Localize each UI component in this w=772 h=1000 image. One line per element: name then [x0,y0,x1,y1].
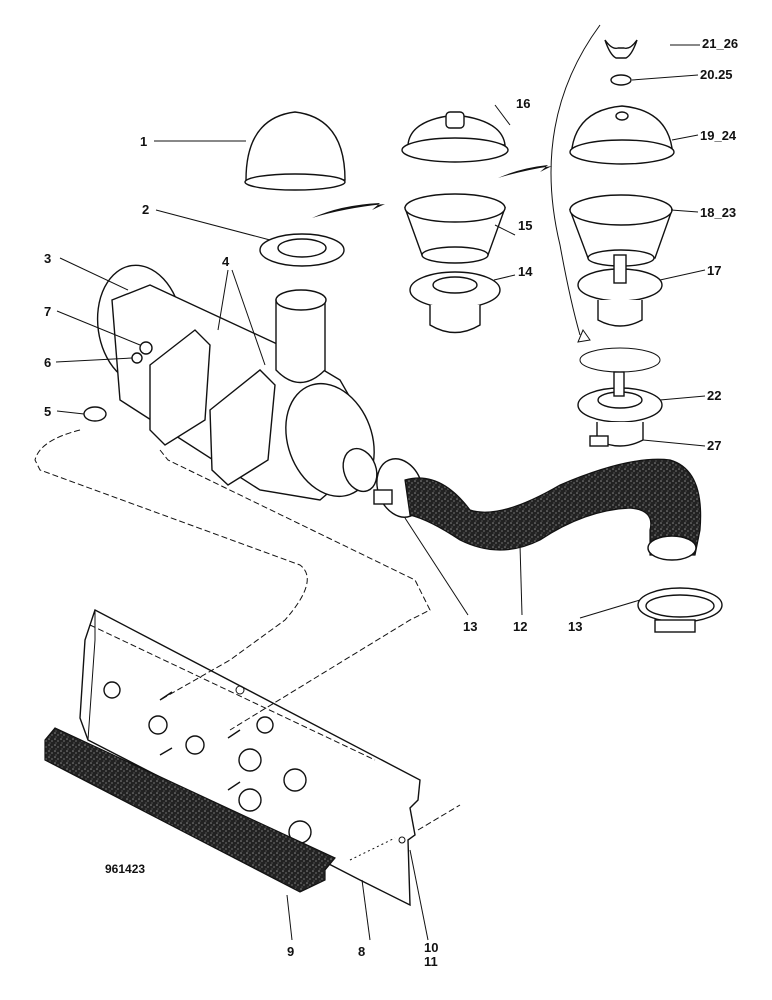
part-2-sealing-ring [259,233,345,267]
part-21-26-wing-nut [604,39,638,59]
label-15: 15 [518,218,532,233]
part-22-vane-assembly [577,347,663,423]
part-14-vane-assembly [409,271,501,334]
part-12-hose [404,458,702,556]
part-8-mounting-plate [79,608,421,907]
label-4: 4 [222,254,230,269]
label-2: 2 [142,202,149,217]
part-5-washer [83,406,107,422]
label-12: 12 [513,619,527,634]
label-10: 10 [424,940,438,955]
label-6: 6 [44,355,51,370]
guide-line-4 [417,804,461,831]
guide-line-5 [349,837,396,861]
part-1-dust-cap [244,111,346,191]
label-18-23: 18_23 [700,205,736,220]
hose-end [647,535,697,561]
part-19-24-top-cover [569,105,675,165]
label-1: 1 [140,134,147,149]
guide-line-3 [89,624,376,761]
label-9: 9 [287,944,294,959]
part-6-washer [131,352,143,364]
label-20-25: 20.25 [700,67,733,82]
guide-line-1 [34,429,308,701]
label-7: 7 [44,304,51,319]
label-3: 3 [44,251,51,266]
part-27-clip [589,422,644,447]
label-27: 27 [707,438,721,453]
screw-4 [227,781,241,791]
screw-3 [159,747,173,756]
label-22: 22 [707,388,721,403]
figure-code: 961423 [105,862,145,876]
part-13-hose-clamp-right [637,587,723,633]
arrow-pointer [577,328,591,343]
arrow-to-18 [498,165,552,178]
part-17-vane-assembly [577,254,663,327]
part-9-foam-strip [44,727,336,893]
label-13-left: 13 [463,619,477,634]
screw-2 [227,729,241,739]
part-16-top-cover [401,111,509,163]
arrow-to-15 [312,203,385,218]
label-14: 14 [518,264,533,279]
part-7-nut [139,341,153,355]
part-4-mounting-bands [149,329,276,486]
part-15-bowl [404,193,506,264]
label-11: 11 [424,954,438,969]
variant-arc [550,24,601,336]
part-20-25-washer [610,74,632,86]
label-21-26: 21_26 [702,36,738,51]
label-19-24: 19_24 [700,128,737,143]
label-13-right: 13 [568,619,582,634]
leader-lines [55,44,706,941]
label-17: 17 [707,263,721,278]
label-8: 8 [358,944,365,959]
label-5: 5 [44,404,51,419]
label-16: 16 [516,96,530,111]
guide-line-2 [159,449,431,731]
